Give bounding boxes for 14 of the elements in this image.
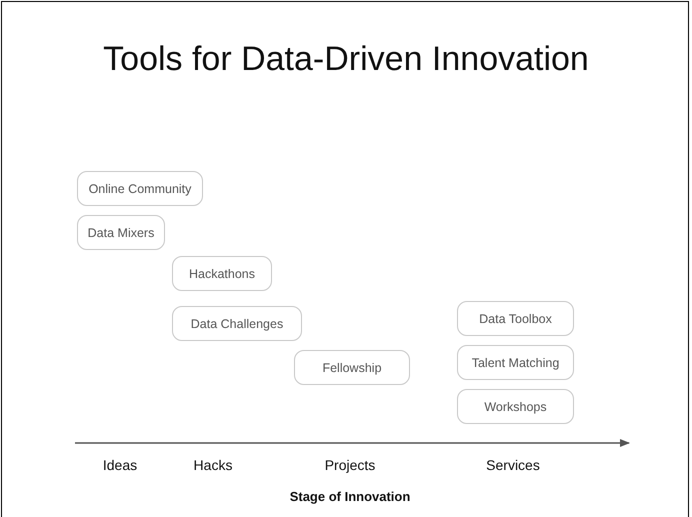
tool-box: Data Toolbox xyxy=(457,301,574,336)
stage-label: Hacks xyxy=(194,457,232,473)
stage-label: Projects xyxy=(324,457,376,473)
tool-box: Data Challenges xyxy=(172,306,302,341)
axis-title: Stage of Innovation xyxy=(290,489,410,504)
tool-box: Online Community xyxy=(77,171,203,206)
tool-box: Talent Matching xyxy=(457,345,574,380)
stage-label: Ideas xyxy=(102,457,138,473)
tool-box: Data Mixers xyxy=(77,215,165,250)
stage-label: Services xyxy=(486,457,540,473)
tool-box: Fellowship xyxy=(294,350,410,385)
tool-box: Workshops xyxy=(457,389,574,424)
title: Tools for Data-Driven Innovation xyxy=(102,40,590,79)
tool-box: Hackathons xyxy=(172,256,272,291)
